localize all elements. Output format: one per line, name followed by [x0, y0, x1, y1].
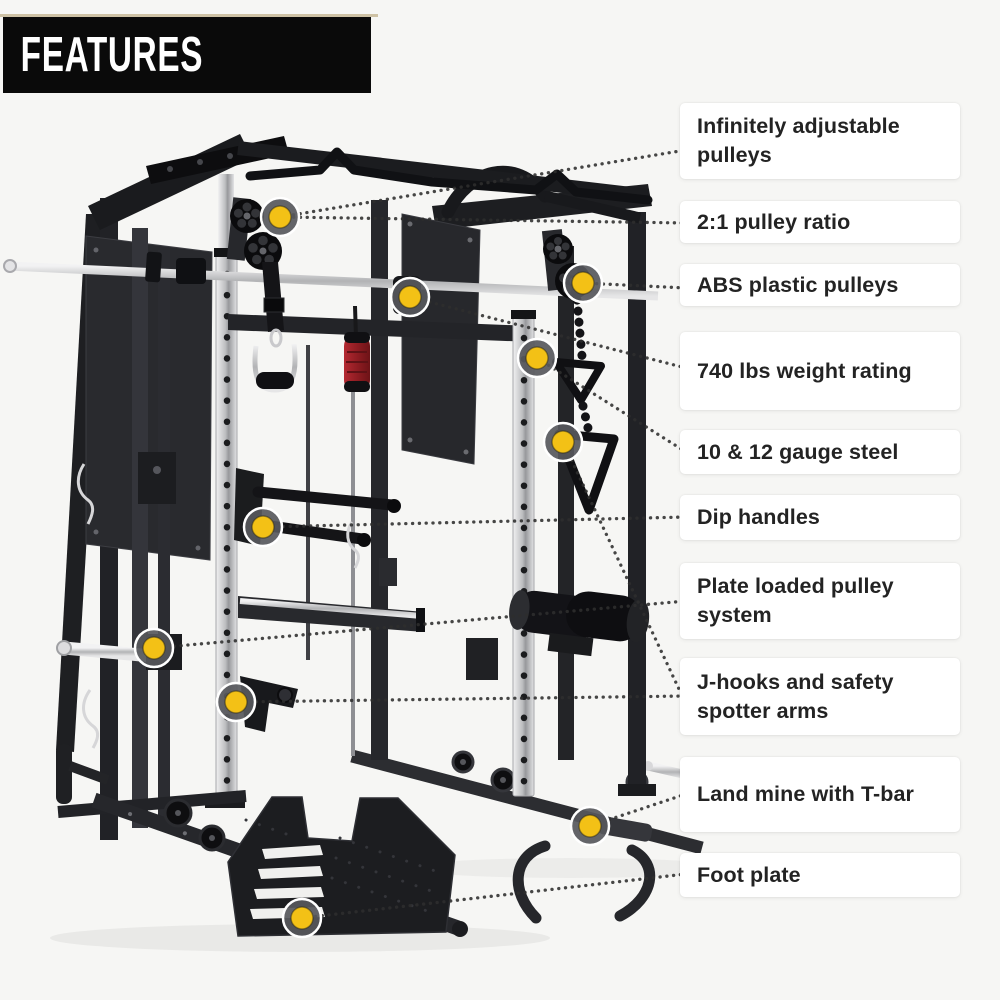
feature-marker-dot	[516, 337, 558, 379]
features-title: FEATURES	[20, 28, 204, 82]
smith-barbell	[7, 261, 659, 301]
strap	[262, 262, 284, 332]
feature-marker-dot	[242, 506, 284, 548]
landmine-attachment	[512, 816, 656, 924]
front-crossmember	[228, 314, 532, 342]
feature-card-dip-handles: Dip handles	[680, 495, 960, 540]
mid-frame	[56, 314, 532, 804]
feature-card-infinitely-adjustable-pulleys: Infinitely adjustable pulleys	[680, 103, 960, 179]
callout-line-2-1-pulley-ratio	[278, 215, 688, 225]
leg-roller-pad	[509, 590, 650, 657]
feature-marker-dot	[281, 897, 323, 939]
callout-line-plate-loaded-pulley-system	[152, 599, 688, 650]
left-tower	[56, 134, 289, 840]
features-banner: FEATURES	[3, 17, 371, 93]
feature-card-j-hooks-and-safety-spotter-arms: J-hooks and safety spotter arms	[680, 658, 960, 735]
chain	[578, 401, 593, 433]
t-bar-handle	[512, 840, 551, 924]
feature-card-foot-plate: Foot plate	[680, 853, 960, 897]
spring-clips	[76, 463, 360, 749]
feature-label: Dip handles	[697, 505, 820, 530]
callout-line-infinitely-adjustable-pulleys	[278, 148, 688, 219]
feature-marker-dot	[389, 276, 431, 318]
feature-card-10-12-gauge-steel: 10 & 12 gauge steel	[680, 430, 960, 474]
carabiner	[269, 328, 283, 348]
feature-label: J-hooks and safety spotter arms	[697, 669, 894, 723]
left-pulley-trolley	[226, 197, 298, 393]
feature-marker-dot	[215, 681, 257, 723]
t-bar-handle	[614, 844, 656, 922]
callout-line-j-hooks-and-safety-spotter-arms	[234, 694, 688, 704]
top-assembly	[237, 141, 653, 205]
feature-card-plate-loaded-pulley-system: Plate loaded pulley system	[680, 563, 960, 639]
chain	[572, 295, 587, 361]
left-side-panel	[85, 235, 213, 561]
feature-card-2-1-pulley-ratio: 2:1 pulley ratio	[680, 201, 960, 243]
feature-label: ABS plastic pulleys	[697, 272, 899, 297]
feature-marker-dot	[542, 421, 584, 463]
callout-line-dip-handles	[261, 515, 688, 529]
weight-carriage	[138, 452, 176, 504]
callout-line-740-lbs-weight-rating	[408, 295, 688, 370]
feature-marker-dot	[259, 196, 301, 238]
callout-line-foot-plate	[300, 872, 688, 920]
dip-handle	[252, 486, 398, 511]
feature-label: Land mine with T-bar	[697, 782, 915, 807]
top-accent-line	[0, 14, 378, 17]
stirrup-handle	[252, 343, 298, 393]
single-grip-red-handle	[344, 305, 370, 392]
feature-label: 2:1 pulley ratio	[697, 209, 851, 234]
triangle-handle	[554, 429, 619, 515]
feature-marker-dot	[569, 805, 611, 847]
triangle-handle	[552, 358, 605, 404]
feature-label: Foot plate	[697, 862, 801, 887]
right-tower-front	[466, 229, 650, 797]
callout-line-10-12-gauge-steel	[535, 356, 688, 454]
feature-label: 10 & 12 gauge steel	[697, 439, 899, 464]
right-side-panel	[401, 213, 481, 465]
bar-collar	[145, 251, 162, 283]
feature-label: Plate loaded pulley system	[697, 574, 894, 627]
feature-card-land-mine-with-t-bar: Land mine with T-bar	[680, 757, 960, 832]
callout-line-j-hooks-and-safety-spotter-arms	[561, 440, 688, 706]
multi-grip-pullup-bar	[245, 147, 653, 205]
feature-marker-dot	[562, 262, 604, 304]
vertical-bar-holder	[56, 744, 72, 804]
feature-label: 740 lbs weight rating	[697, 358, 912, 383]
feature-label: Infinitely adjustable pulleys	[697, 114, 900, 167]
landmine-sleeve	[597, 816, 653, 842]
feature-card-abs-plastic-pulleys: ABS plastic pulleys	[680, 264, 960, 306]
feature-card-740-lbs-weight-rating: 740 lbs weight rating	[680, 332, 960, 410]
feature-marker-dot	[133, 627, 175, 669]
